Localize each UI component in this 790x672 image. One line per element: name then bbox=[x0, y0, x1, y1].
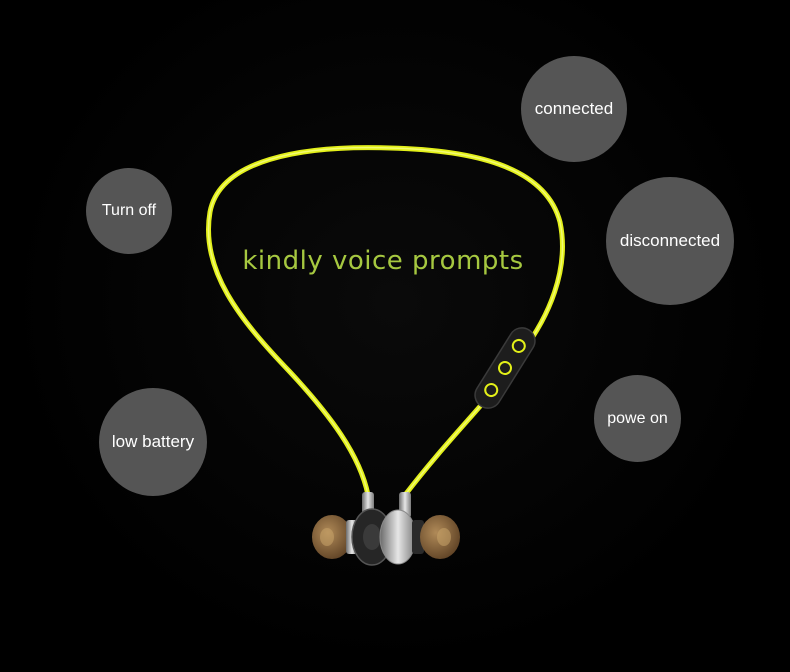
remote-button-play bbox=[498, 361, 512, 375]
prompt-bubble-turn-off: Turn off bbox=[86, 168, 172, 254]
neckband-cable bbox=[206, 145, 565, 498]
right-earbud bbox=[379, 509, 460, 565]
inline-remote bbox=[474, 327, 536, 409]
prompt-label-disconnected: disconnected bbox=[619, 231, 721, 250]
remote-button-minus bbox=[484, 383, 499, 398]
prompt-bubble-connected: connected bbox=[521, 56, 627, 162]
prompt-label-turn-off: Turn off bbox=[101, 202, 157, 219]
prompt-bubble-disconnected: disconnected bbox=[606, 177, 734, 305]
remote-button-plus bbox=[511, 338, 526, 353]
prompt-label-low-battery: low battery bbox=[111, 432, 195, 451]
prompt-bubble-power-on: powe on bbox=[594, 375, 681, 462]
headline: kindly voice prompts bbox=[242, 246, 524, 276]
left-earbud bbox=[312, 508, 393, 566]
prompt-label-connected: connected bbox=[534, 99, 614, 118]
prompt-bubble-low-battery: low battery bbox=[99, 388, 207, 496]
prompt-label-power-on: powe on bbox=[607, 409, 668, 427]
